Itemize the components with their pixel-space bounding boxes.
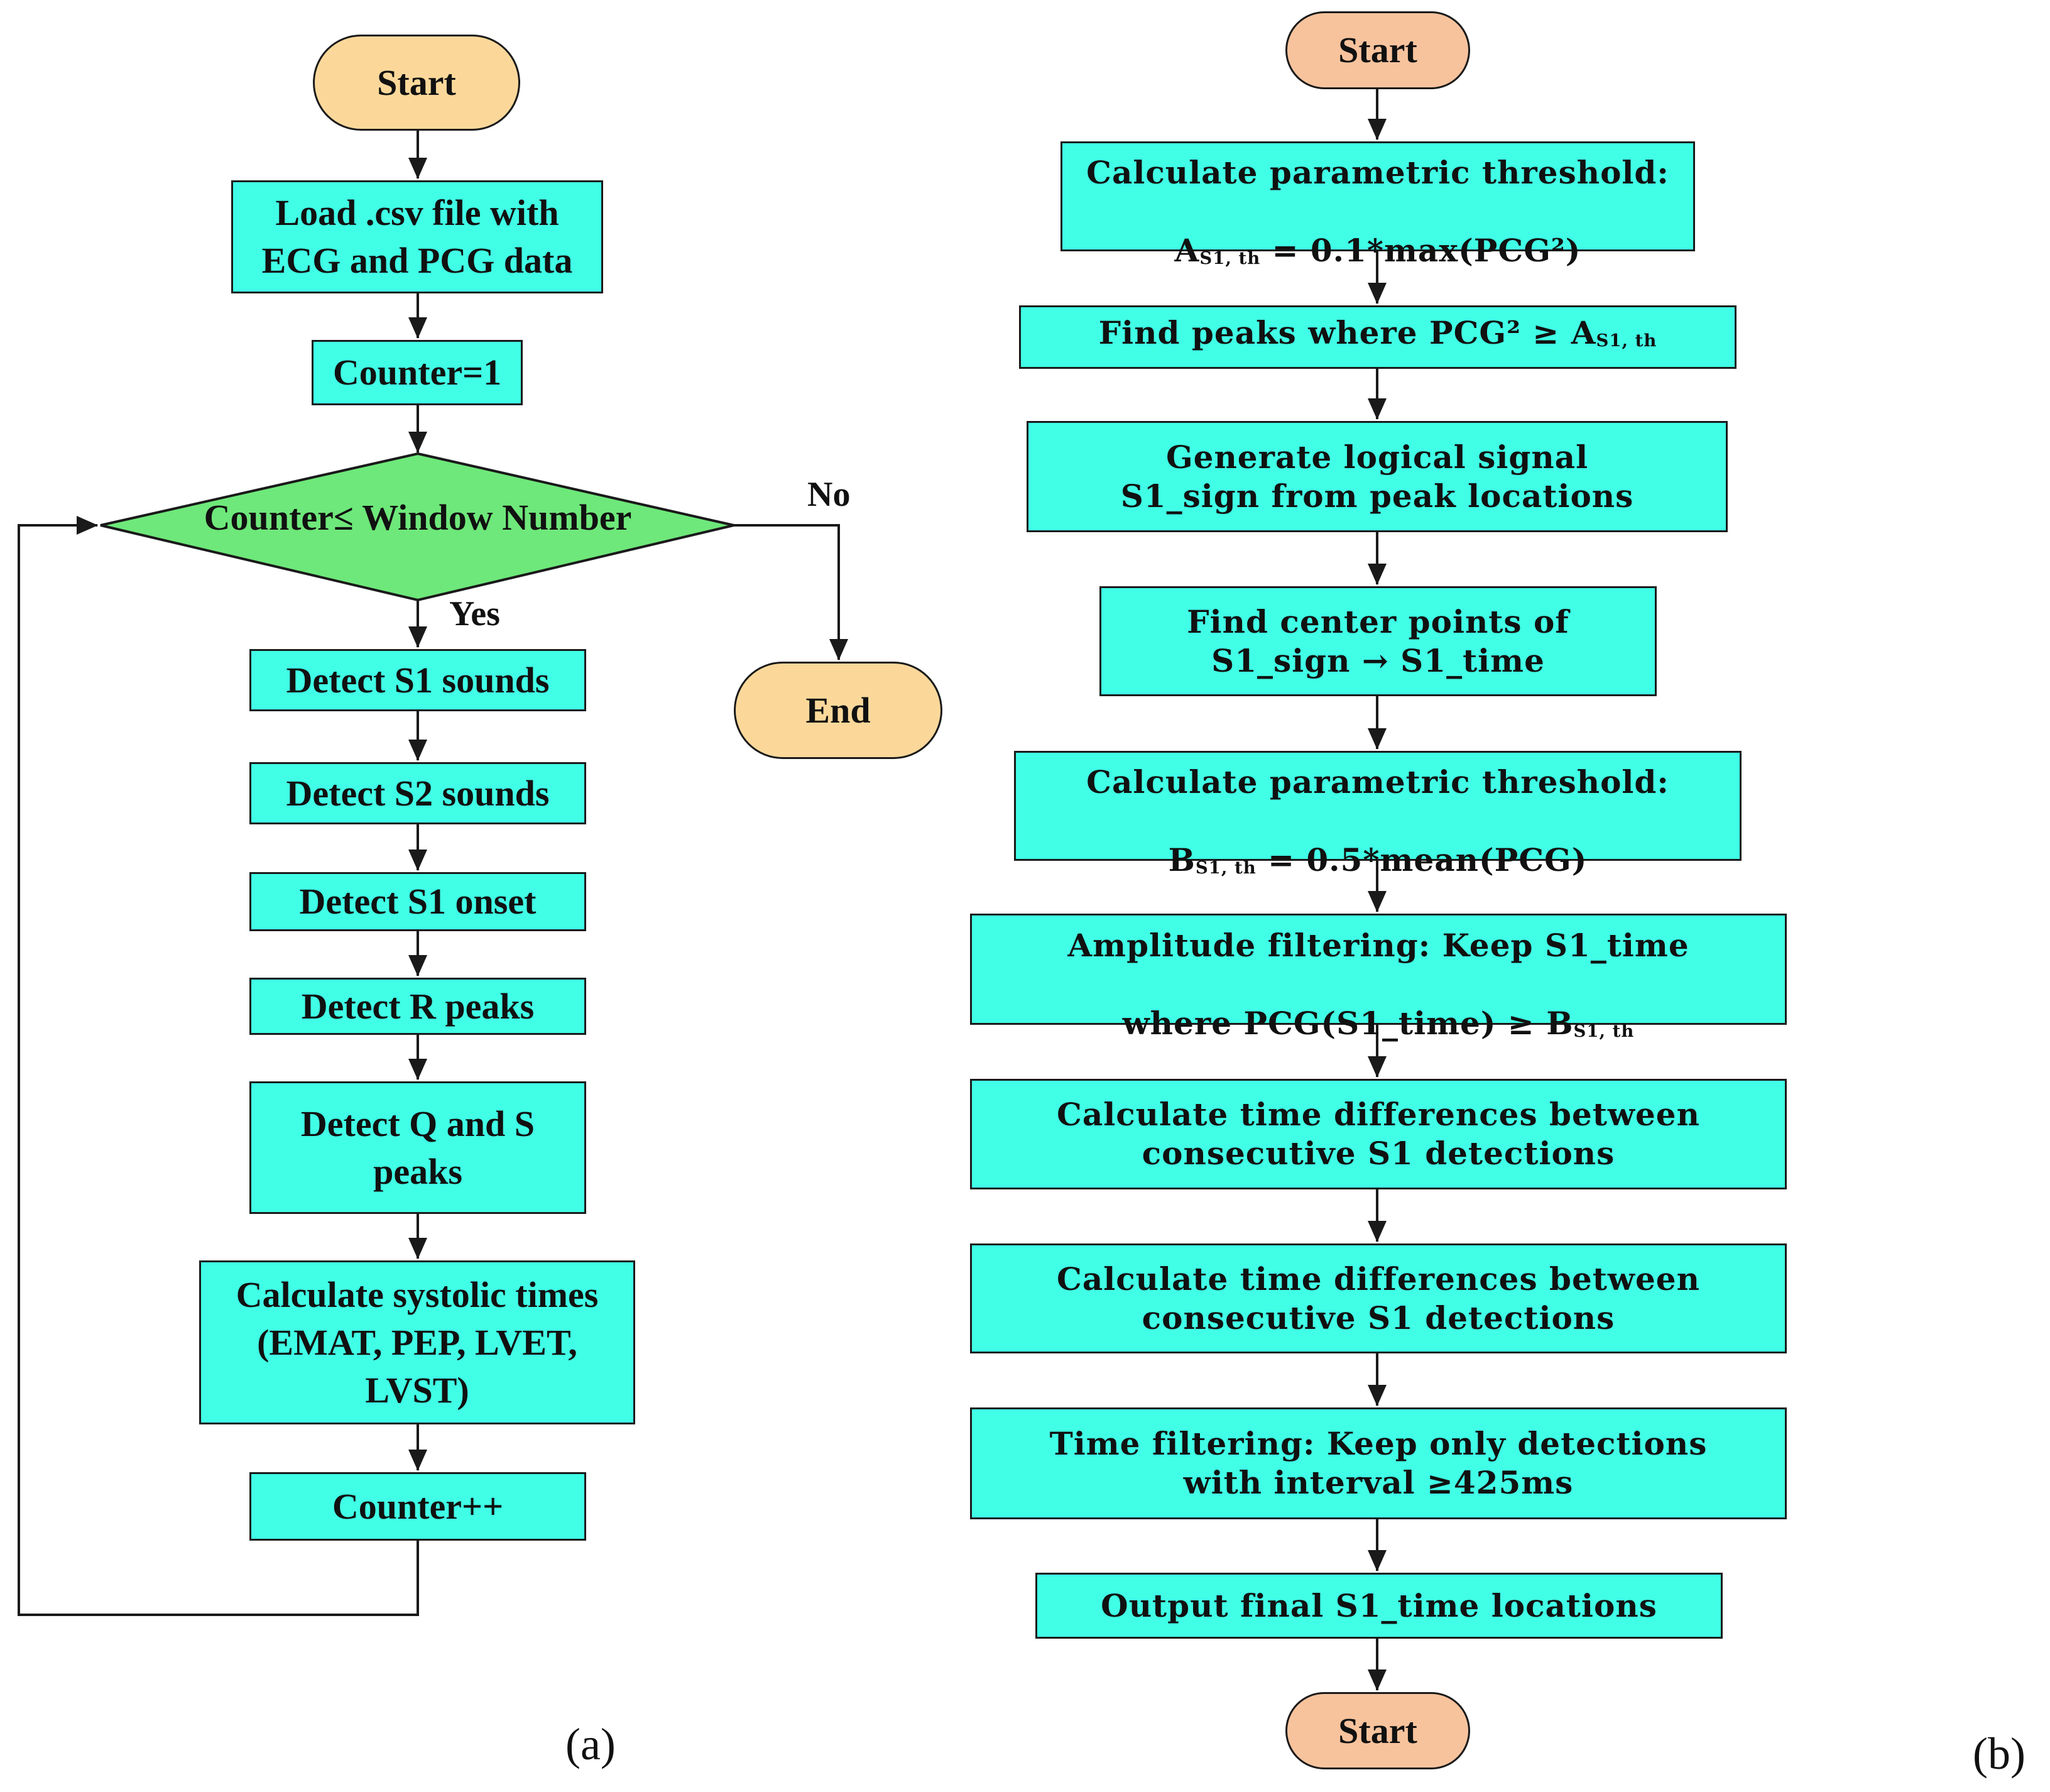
- a-detect-s2-box: Detect S2 sounds: [249, 762, 586, 824]
- b-threshold-b-sub: S1, th: [1195, 858, 1257, 878]
- a-end-terminal: End: [734, 662, 942, 759]
- a-detect-qs-label: Detect Q and S peaks: [300, 1103, 535, 1192]
- a-panel-label: (a): [565, 1719, 616, 1769]
- a-detect-s2-label: Detect S2 sounds: [286, 772, 550, 814]
- a-calc-systolic-label: Calculate systolic times (EMAT, PEP, LVE…: [236, 1274, 599, 1411]
- a-counter-init-label: Counter=1: [332, 352, 502, 393]
- b-threshold-b-box: Calculate parametric threshold: BS1, th …: [1014, 751, 1742, 878]
- b-amp-filter-sub: S1, th: [1573, 1021, 1635, 1042]
- b-time-diff-2-label: Calculate time differences between conse…: [1057, 1260, 1700, 1336]
- b-time-filter-label: Time filtering: Keep only detections wit…: [1049, 1425, 1708, 1501]
- a-detect-s1-box: Detect S1 sounds: [249, 649, 586, 711]
- a-yes-label: Yes: [449, 594, 500, 633]
- b-amp-filter-line2: where PCG(S1_time) ≥ B: [1122, 1005, 1574, 1042]
- b-time-diff-1-label: Calculate time differences between conse…: [1057, 1096, 1700, 1172]
- b-start-terminal: Start: [1285, 11, 1470, 89]
- a-end-label: End: [805, 689, 871, 731]
- b-center-points-label: Find center points of S1_sign → S1_time: [1187, 603, 1569, 679]
- a-detect-s1-onset-box: Detect S1 onset: [249, 872, 586, 931]
- a-counter-init-box: Counter=1: [312, 340, 523, 405]
- arrow-a-no-end: [734, 524, 848, 660]
- b-time-diff-2-box: Calculate time differences between conse…: [970, 1243, 1787, 1353]
- b-threshold-a-var: A: [1174, 232, 1200, 270]
- a-no-label: No: [807, 475, 851, 514]
- b-threshold-b-line1: Calculate parametric threshold:: [1086, 763, 1669, 801]
- a-detect-qs-box: Detect Q and S peaks: [249, 1081, 586, 1214]
- b-threshold-b-var: B: [1168, 841, 1196, 879]
- a-load-csv-box: Load .csv file with ECG and PCG data: [231, 180, 603, 293]
- b-threshold-a-box: Calculate parametric threshold: AS1, th …: [1060, 141, 1695, 269]
- b-amp-filter-box: Amplitude filtering: Keep S1_time where …: [970, 914, 1787, 1042]
- b-threshold-b-expr: = 0.5*mean(PCG): [1256, 841, 1588, 879]
- arrow-a-loop-back: [18, 516, 419, 1616]
- b-find-peaks-sub: S1, th: [1596, 331, 1657, 351]
- b-output-box: Output final S1_time locations: [1035, 1573, 1723, 1639]
- b-amp-filter-line1: Amplitude filtering: Keep S1_time: [1067, 927, 1689, 964]
- b-find-peaks-box: Find peaks where PCG² ≥ AS1, th: [1019, 305, 1737, 369]
- b-find-peaks-label: Find peaks where PCG² ≥ A: [1098, 314, 1596, 352]
- a-detect-s1-onset-label: Detect S1 onset: [299, 881, 537, 922]
- b-end-label: Start: [1338, 1710, 1417, 1751]
- b-threshold-a-line1: Calculate parametric threshold:: [1086, 154, 1669, 192]
- b-logical-signal-box: Generate logical signal S1_sign from pea…: [1027, 421, 1728, 532]
- b-threshold-a-expr: = 0.1*max(PCG²): [1260, 232, 1581, 270]
- b-output-label: Output final S1_time locations: [1101, 1587, 1657, 1624]
- a-decision-label: Counter≤ Window Number: [204, 497, 632, 538]
- a-detect-s1-label: Detect S1 sounds: [286, 659, 550, 701]
- a-start-label: Start: [377, 62, 456, 103]
- b-center-points-box: Find center points of S1_sign → S1_time: [1099, 586, 1657, 696]
- b-threshold-a-sub: S1, th: [1199, 248, 1261, 269]
- decision-diamond: [100, 452, 734, 602]
- a-load-csv-label: Load .csv file with ECG and PCG data: [261, 192, 573, 281]
- b-end-terminal: Start: [1285, 1692, 1470, 1769]
- b-panel-label: (b): [1973, 1729, 2025, 1779]
- a-detect-r-box: Detect R peaks: [249, 978, 586, 1035]
- a-counter-inc-box: Counter++: [249, 1472, 586, 1541]
- b-start-label: Start: [1338, 30, 1417, 70]
- a-start-terminal: Start: [313, 35, 520, 131]
- a-counter-inc-label: Counter++: [332, 1485, 504, 1527]
- a-calc-systolic-box: Calculate systolic times (EMAT, PEP, LVE…: [199, 1260, 635, 1424]
- a-detect-r-label: Detect R peaks: [301, 985, 535, 1027]
- b-time-diff-1-box: Calculate time differences between conse…: [970, 1079, 1787, 1189]
- b-time-filter-box: Time filtering: Keep only detections wit…: [970, 1407, 1787, 1519]
- b-logical-signal-label: Generate logical signal S1_sign from pea…: [1120, 438, 1634, 515]
